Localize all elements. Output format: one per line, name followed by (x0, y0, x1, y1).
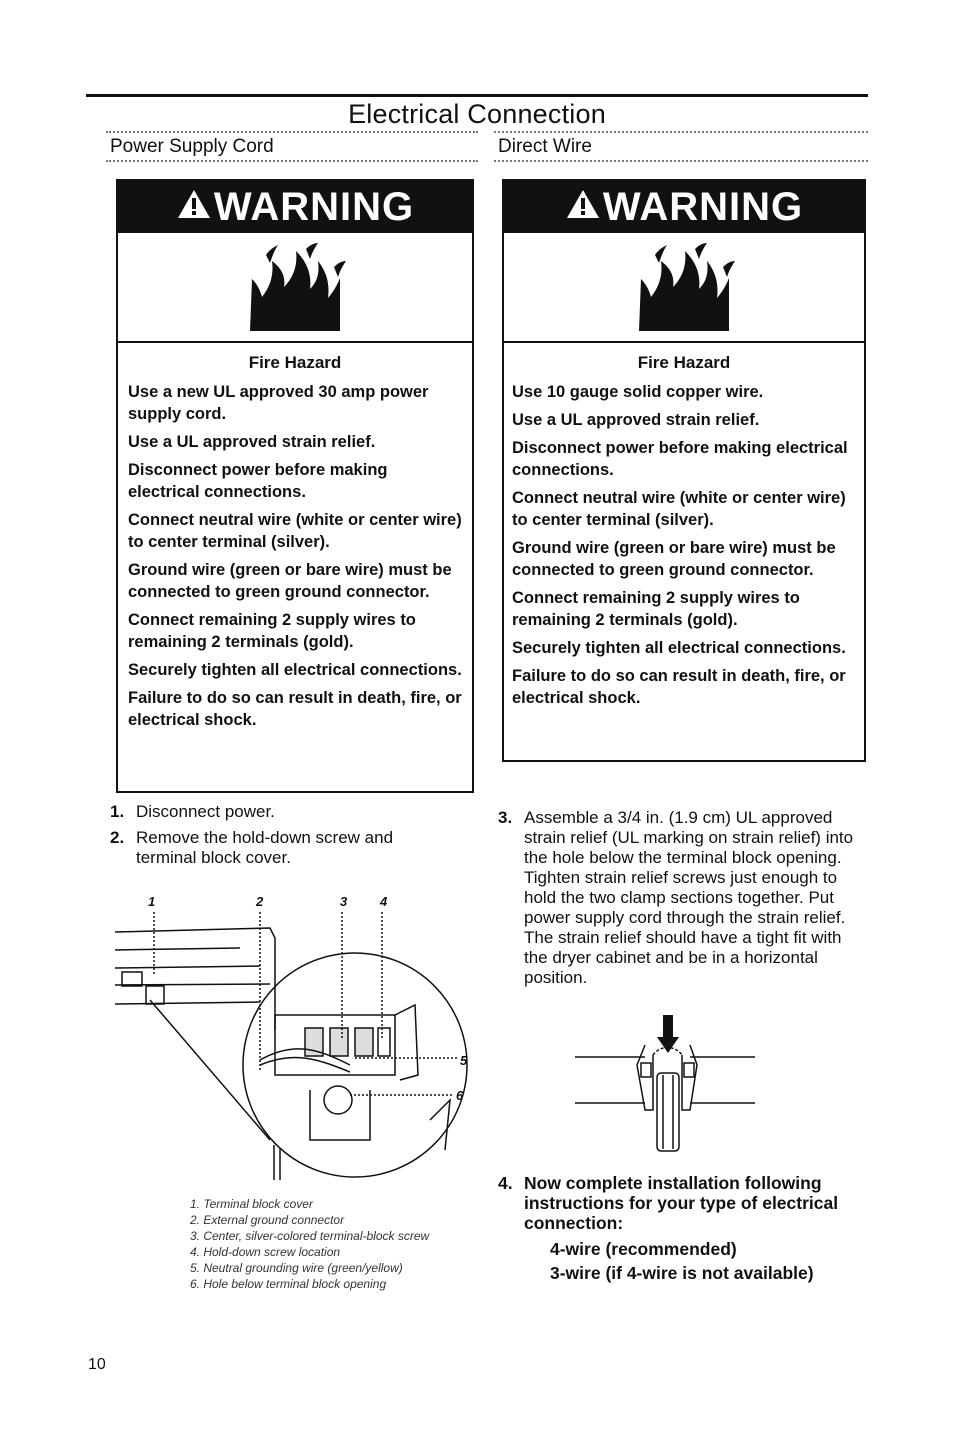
terminal-block-diagram: 1 2 3 4 5 6 (114, 894, 468, 1180)
warning-banner: WARNING (504, 181, 864, 233)
callout-6: 6 (456, 1088, 464, 1103)
hazard-title: Fire Hazard (637, 353, 731, 372)
warning-line: Connect neutral wire (white or center wi… (512, 489, 846, 529)
step-1: 1. Disconnect power. (110, 802, 470, 822)
warning-box-left: WARNING Fire Hazard Use a new UL approve… (116, 179, 474, 793)
step-2: 2. Remove the hold-down screw and termin… (110, 828, 450, 868)
step-text: Disconnect power. (136, 802, 275, 821)
warning-line: Ground wire (green or bare wire) must be… (128, 561, 452, 601)
page-number: 10 (88, 1356, 106, 1373)
dotted-rule (494, 131, 868, 133)
warning-line: Connect remaining 2 supply wires to rema… (512, 589, 800, 629)
hazard-title: Fire Hazard (248, 353, 342, 372)
warning-line: Failure to do so can result in death, fi… (512, 667, 846, 707)
step-number: 2. (110, 828, 125, 847)
callout-5: 5 (460, 1053, 468, 1068)
warning-line: Ground wire (green or bare wire) must be… (512, 539, 836, 579)
warning-line: Disconnect power before making electrica… (128, 461, 388, 501)
warning-line: Use a UL approved strain relief. (512, 411, 760, 429)
caption-item: 5. Neutral grounding wire (green/yellow) (190, 1261, 403, 1275)
option-3-wire: 3-wire (if 4-wire is not available) (550, 1263, 814, 1283)
warning-line: Failure to do so can result in death, fi… (128, 689, 462, 729)
step-number: 3. (498, 808, 513, 827)
step-text: Now complete installation following inst… (524, 1173, 839, 1233)
option-4-wire: 4-wire (recommended) (550, 1239, 737, 1259)
fire-hazard-icon (639, 243, 735, 331)
caption-item: 2. External ground connector (190, 1213, 345, 1227)
warning-line: Use a UL approved strain relief. (128, 433, 376, 451)
warning-line: Use 10 gauge solid copper wire. (512, 383, 764, 401)
step-number: 1. (110, 802, 125, 821)
warning-box-right: WARNING Fire Hazard Use 10 gauge solid c… (502, 179, 866, 762)
step-text: Remove the hold-down screw and terminal … (136, 828, 394, 867)
step-text: Assemble a 3/4 in. (1.9 cm) UL approved … (524, 808, 854, 987)
step-3: 3. Assemble a 3/4 in. (1.9 cm) UL approv… (498, 808, 860, 988)
section-heading-direct-wire: Direct Wire (498, 136, 592, 157)
warning-triangle-icon (565, 185, 601, 230)
warning-label: WARNING (213, 184, 415, 229)
caption-item: 3. Center, silver-colored terminal-block… (190, 1229, 430, 1243)
warning-line: Connect neutral wire (white or center wi… (128, 511, 462, 551)
top-rule (86, 94, 868, 97)
caption-item: 1. Terminal block cover (190, 1197, 313, 1211)
caption-item: 4. Hold-down screw location (190, 1245, 341, 1259)
callout-3: 3 (340, 894, 348, 909)
warning-line: Connect remaining 2 supply wires to rema… (128, 611, 416, 651)
warning-line: Securely tighten all electrical connecti… (128, 661, 462, 679)
warning-banner: WARNING (118, 181, 472, 233)
dotted-rule (106, 131, 478, 133)
warning-line: Disconnect power before making electrica… (512, 439, 848, 479)
down-arrow-icon (657, 1015, 679, 1053)
section-heading-power-supply-cord: Power Supply Cord (110, 136, 274, 157)
caption-item: 6. Hole below terminal block opening (190, 1277, 387, 1291)
dotted-rule (494, 160, 868, 162)
warning-label: WARNING (602, 184, 804, 229)
callout-2: 2 (255, 894, 264, 909)
step-number: 4. (498, 1173, 513, 1193)
fire-hazard-icon (250, 243, 346, 331)
page-title: Electrical Connection (348, 99, 606, 129)
dotted-rule (106, 160, 478, 162)
fire-icon-area (504, 233, 864, 343)
warning-triangle-icon (176, 185, 212, 230)
callout-1: 1 (148, 894, 155, 909)
step-4: 4. Now complete installation following i… (498, 1173, 868, 1283)
warning-line: Use a new UL approved 30 amp power suppl… (128, 383, 429, 423)
callout-4: 4 (379, 894, 388, 909)
figure-captions: 1. Terminal block cover 2. External grou… (190, 1196, 480, 1292)
warning-line: Securely tighten all electrical connecti… (512, 639, 846, 657)
strain-relief-diagram (575, 1015, 755, 1152)
fire-icon-area (118, 233, 472, 343)
